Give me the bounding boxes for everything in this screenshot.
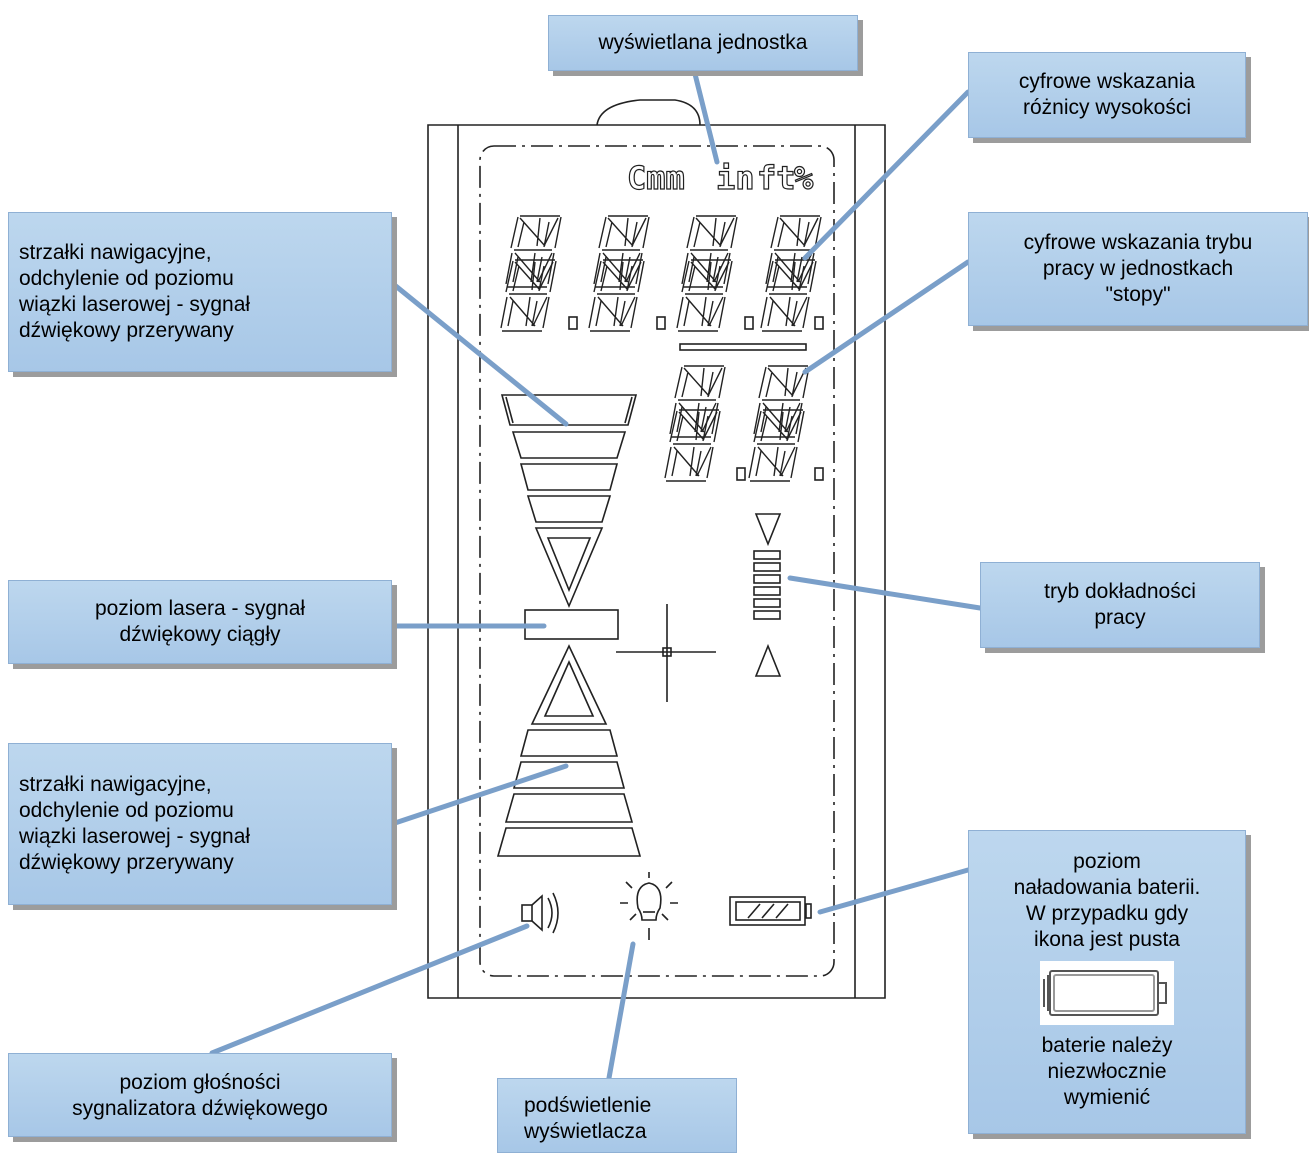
callout-battery-line4: ikona jest pusta [1034, 928, 1180, 951]
callout-mode-feet-line1: cyfrowe wskazania trybu [1023, 231, 1253, 254]
leader-battery [817, 867, 971, 915]
leader-backlight [606, 941, 636, 1081]
callout-volume-line1: poziom głośności [119, 1071, 281, 1094]
callout-mode-feet-line2: pracy w jednostkach [1042, 257, 1234, 280]
callout-nav-bottom-line4: dźwiękowy przerywany [19, 851, 234, 874]
leader-lines [209, 71, 983, 1081]
callout-nav-bottom-line3: wiązki laserowej - sygnał [19, 825, 251, 848]
small-digit-group [664, 365, 810, 482]
unit-cmm: Cmm [627, 159, 685, 197]
callout-mode-feet-line3: "stopy" [1105, 283, 1171, 306]
backlight-bulb-icon [620, 872, 678, 940]
callout-laser-level-line2: dźwiękowy ciągły [119, 623, 281, 646]
callout-nav-top-line4: dźwiękowy przerywany [19, 319, 234, 342]
callout-laser-level-line1: poziom lasera - sygnał [94, 597, 306, 620]
callout-laser-level: poziom lasera - sygnał dźwiękowy ciągły [8, 580, 392, 664]
device-body [427, 124, 886, 999]
callout-nav-bottom-line2: odchylenie od poziomu [19, 799, 234, 822]
callout-volume: poziom głośności sygnalizatora dźwiękowe… [8, 1053, 392, 1137]
callout-volume-line2: sygnalizatora dźwiękowego [72, 1097, 328, 1120]
callout-unit-text: wyświetlana jednostka [598, 31, 808, 54]
speaker-icon [521, 892, 559, 934]
callout-battery-line6: niezwłocznie [1047, 1060, 1167, 1083]
callout-mode-feet: cyfrowe wskazania trybu pracy w jednostk… [968, 212, 1308, 326]
callout-height-diff: cyfrowe wskazania różnicy wysokości [968, 52, 1246, 138]
callout-battery-line2: naładowania baterii. [1013, 876, 1201, 899]
empty-battery-icon [1040, 961, 1174, 1025]
unit-ft: ft [757, 159, 796, 197]
battery-icon [729, 896, 812, 926]
big-digit-group-top [505, 215, 822, 288]
unit-percent: % [794, 159, 814, 197]
callout-nav-bottom-line1: strzałki nawigacyjne, [19, 773, 212, 796]
leader-height-diff [802, 89, 971, 261]
leader-volume [209, 923, 530, 1056]
callout-backlight-line1: podświetlenie [524, 1094, 652, 1117]
callout-nav-arrows-bottom: strzałki nawigacyjne, odchylenie od pozi… [8, 743, 392, 905]
callout-battery-line7: wymienić [1063, 1086, 1151, 1109]
callout-height-diff-line2: różnicy wysokości [1022, 96, 1192, 119]
callout-nav-arrows-top: strzałki nawigacyjne, odchylenie od pozi… [8, 212, 392, 372]
crosshair-icon [616, 604, 716, 702]
callout-accuracy-line2: pracy [1094, 606, 1146, 629]
callout-backlight: podświetlenie wyświetlacza [497, 1078, 737, 1153]
callout-accuracy-mode: tryb dokładności pracy [980, 562, 1260, 648]
leader-nav-top [389, 280, 569, 427]
callout-battery-line3: W przypadku gdy [1025, 902, 1189, 925]
callout-accuracy-line1: tryb dokładności [1044, 580, 1196, 603]
accuracy-indicator [753, 513, 782, 677]
callout-battery: poziom naładowania baterii. W przypadku … [968, 830, 1246, 1134]
callout-nav-top-line1: strzałki nawigacyjne, [19, 241, 212, 264]
leader-accuracy [787, 575, 983, 611]
callout-height-diff-line1: cyfrowe wskazania [1018, 70, 1196, 93]
callout-backlight-line2: wyświetlacza [524, 1120, 647, 1143]
leader-nav-bottom [389, 763, 569, 827]
device-top-bump [596, 99, 701, 126]
callout-battery-line1: poziom [1073, 850, 1141, 873]
callout-battery-line5: baterie należy [1041, 1034, 1173, 1057]
leader-mode-feet [802, 259, 971, 375]
callout-nav-top-line3: wiązki laserowej - sygnał [19, 293, 251, 316]
unit-in: in [716, 159, 755, 197]
separator-bar [679, 343, 807, 351]
nav-arrows-bottom [496, 644, 642, 857]
lcd-screen-frame [479, 145, 835, 977]
nav-arrows-top [500, 394, 638, 609]
leader-unit [692, 71, 720, 165]
callout-unit: wyświetlana jednostka [548, 15, 858, 71]
callout-nav-top-line2: odchylenie od poziomu [19, 267, 234, 290]
